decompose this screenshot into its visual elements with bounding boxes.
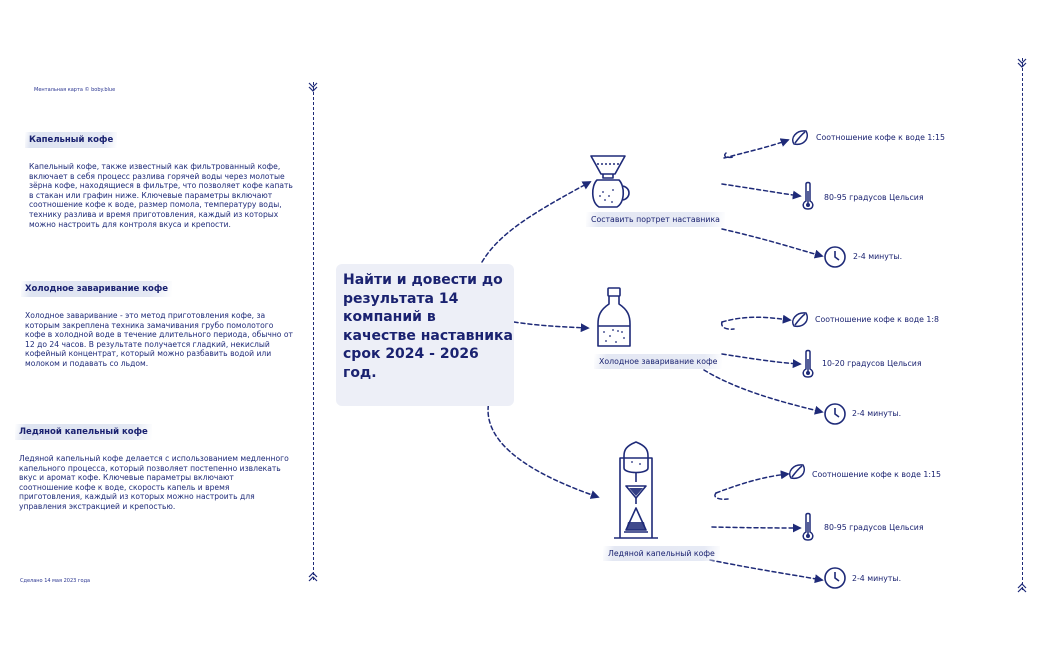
leaf-temp-1: 80-95 градусов Цельсия	[824, 193, 924, 202]
section-title: Холодное заваривание кофе	[21, 281, 173, 297]
leaf-time-3: 2-4 минуты.	[852, 574, 902, 583]
leaf-temp-2: 10-20 градусов Цельсия	[822, 359, 922, 368]
leaf-temp-3: 80-95 градусов Цельсия	[824, 523, 924, 532]
leaf-ratio-1: Соотношение кофе к воде 1:15	[816, 133, 945, 142]
right-divider	[1022, 58, 1023, 590]
section-cold-drip: Ледяной капельный кофе Ледяной капельный…	[15, 419, 289, 512]
thermometer-icon	[802, 512, 814, 541]
thermometer-icon	[802, 349, 814, 378]
coffee-bean-icon	[792, 312, 808, 328]
branch-label-portrait: Составить портрет наставника	[586, 212, 725, 227]
branch-label-cold-drip: Ледяной капельный кофе	[603, 546, 720, 561]
pour-over-icon	[590, 155, 630, 208]
coffee-bean-icon	[789, 464, 805, 480]
branch-label-cold-brew: Холодное заваривание кофе	[594, 354, 723, 369]
center-topic: Найти и довести до результата 14 компани…	[343, 272, 513, 381]
coffee-bean-icon	[792, 130, 808, 146]
credit-text: Ментальная карта © boby.blue	[34, 87, 116, 93]
bottle-icon	[597, 287, 631, 347]
leaf-ratio-2: Соотношение кофе к воде 1:8	[815, 315, 939, 324]
section-drip: Капельный кофе Капельный кофе, также изв…	[25, 127, 299, 229]
center-box	[336, 264, 514, 406]
clock-icon	[824, 403, 846, 425]
section-body: Ледяной капельный кофе делается с исполь…	[19, 454, 289, 511]
made-date-text: Сделано 14 мая 2023 года	[20, 578, 91, 584]
section-body: Капельный кофе, также известный как филь…	[29, 162, 293, 229]
section-cold-brew: Холодное заваривание кофе Холодное завар…	[21, 276, 295, 369]
cold-drip-tower-icon	[614, 441, 658, 539]
leaf-time-1: 2-4 минуты.	[853, 252, 903, 261]
section-title: Ледяной капельный кофе	[15, 424, 152, 440]
section-title: Капельный кофе	[25, 132, 118, 148]
section-body: Холодное заваривание - это метод пригото…	[25, 311, 293, 368]
leaf-time-2: 2-4 минуты.	[852, 409, 902, 418]
thermometer-icon	[802, 181, 814, 210]
clock-icon	[824, 567, 846, 589]
leaf-ratio-3: Соотношение кофе к воде 1:15	[812, 470, 941, 479]
left-divider	[313, 82, 314, 580]
clock-icon	[824, 246, 846, 268]
